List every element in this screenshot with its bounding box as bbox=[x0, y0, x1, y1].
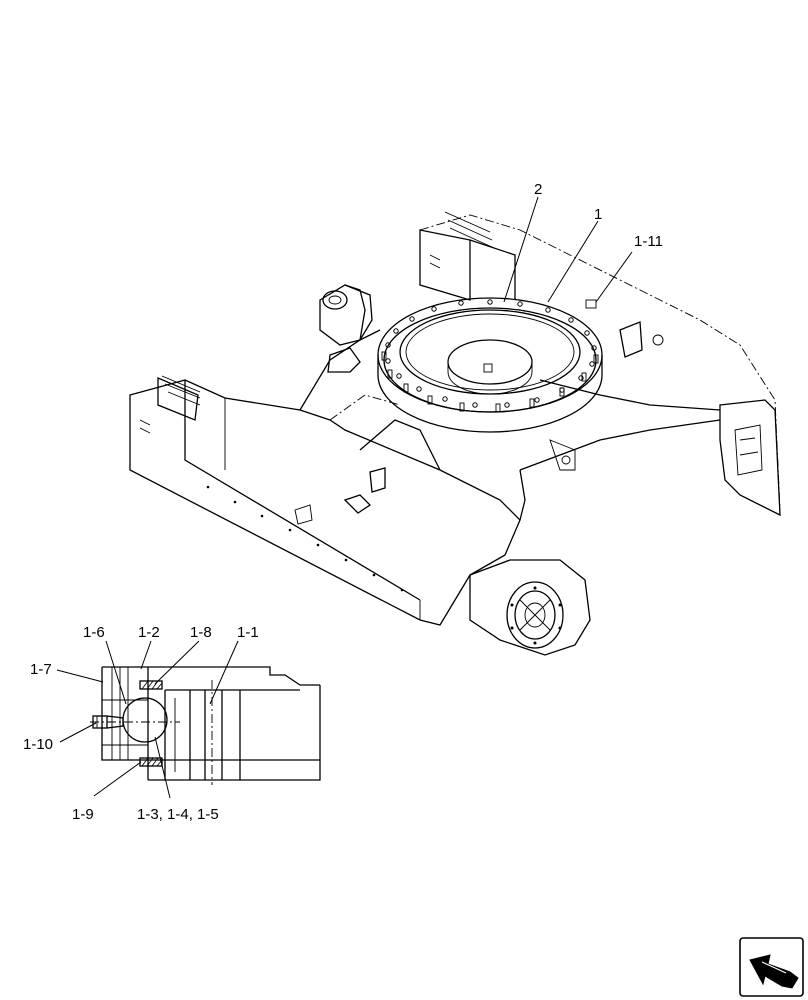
back-arrow-icon[interactable] bbox=[739, 937, 804, 997]
callout-1-2: 1-2 bbox=[138, 624, 160, 641]
detail-section-view bbox=[90, 666, 321, 785]
callout-1-10: 1-10 bbox=[23, 736, 53, 753]
callout-2: 2 bbox=[534, 181, 542, 198]
callout-1-1: 1-1 bbox=[237, 624, 259, 641]
detail-leaders bbox=[56, 640, 239, 799]
callout-1: 1 bbox=[594, 206, 602, 223]
callout-1-9: 1-9 bbox=[72, 806, 94, 823]
callout-1-11: 1-11 bbox=[634, 233, 663, 250]
main-leaders bbox=[503, 196, 633, 303]
callout-1-3-1-4-1-5: 1-3, 1-4, 1-5 bbox=[137, 806, 219, 823]
callout-1-8: 1-8 bbox=[190, 624, 212, 641]
undercarriage-frame bbox=[129, 211, 781, 626]
callout-1-6: 1-6 bbox=[83, 624, 105, 641]
callout-1-7: 1-7 bbox=[30, 661, 52, 678]
swing-bearing-ring bbox=[377, 297, 603, 433]
final-drive-housing bbox=[469, 559, 591, 656]
